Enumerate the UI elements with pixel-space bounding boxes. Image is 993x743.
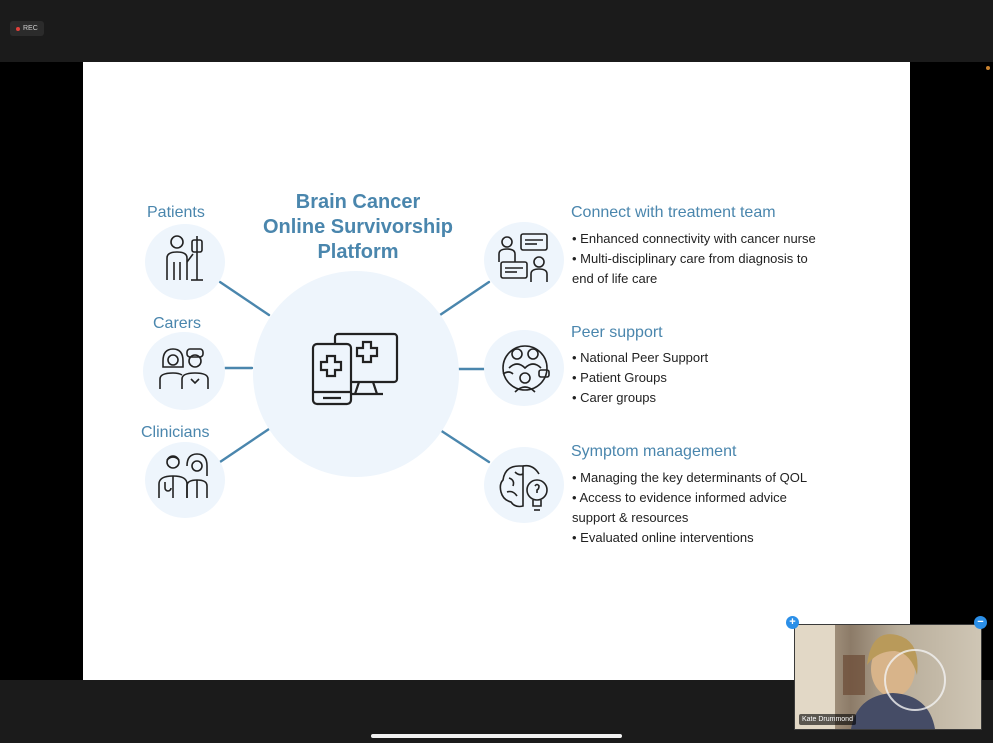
- connect-bullet: • Multi-disciplinary care from diagnosis…: [572, 251, 808, 266]
- participant-video-tile[interactable]: Kate Drummond: [794, 624, 982, 730]
- symptom-bullet: • Managing the key determinants of QOL: [572, 470, 808, 485]
- peer-bullet: • National Peer Support: [572, 350, 709, 365]
- symptom-title: Symptom management: [571, 443, 737, 460]
- patients-circle: [145, 224, 225, 300]
- connect-bullet: • Enhanced connectivity with cancer nurs…: [572, 231, 816, 246]
- recording-label: REC: [23, 25, 38, 32]
- symptom-bullet: • Evaluated online interventions: [572, 530, 754, 545]
- record-dot-icon: [16, 26, 20, 31]
- peer-bullet: • Carer groups: [572, 390, 657, 405]
- patient-icon: [166, 235, 203, 281]
- patients-label: Patients: [147, 204, 205, 221]
- peer-support-icon: [502, 345, 550, 393]
- devices-medical-icon: [311, 332, 399, 406]
- clinicians-icon: [158, 453, 208, 498]
- carers-label: Carers: [153, 315, 202, 332]
- platform-hub-circle: [253, 271, 459, 477]
- clinicians-label: Clinicians: [141, 424, 210, 441]
- symptom-circle: [484, 447, 564, 523]
- peer-support-title: Peer support: [571, 324, 663, 341]
- connect-bullet: end of life care: [572, 271, 658, 286]
- carers-circle: [143, 332, 225, 410]
- home-indicator[interactable]: [371, 734, 622, 738]
- shared-slide: Brain Cancer Online Survivorship Platfor…: [83, 62, 910, 680]
- title-line: Platform: [317, 241, 399, 263]
- connector-lines: [218, 280, 491, 464]
- remove-tile-button[interactable]: −: [974, 616, 987, 629]
- recording-indicator: REC: [10, 21, 44, 36]
- participant-name: Kate Drummond: [799, 714, 856, 725]
- brain-lightbulb-icon: [499, 464, 548, 511]
- carers-icon: [159, 348, 209, 389]
- slide-title: Brain Cancer Online Survivorship Platfor…: [243, 190, 473, 265]
- symptom-bullet: • Access to evidence informed advice: [572, 490, 787, 505]
- title-line: Brain Cancer: [295, 191, 421, 213]
- chat-doctor-icon: [498, 233, 548, 282]
- status-dot-icon: [986, 66, 990, 70]
- add-tile-button[interactable]: +: [786, 616, 799, 629]
- symptom-bullet: support & resources: [572, 510, 689, 525]
- top-toolbar: REC: [0, 0, 993, 62]
- peer-bullet: • Patient Groups: [572, 370, 667, 385]
- participant-video-feed: [795, 625, 946, 729]
- connect-title: Connect with treatment team: [571, 204, 776, 221]
- title-line: Online Survivorship: [262, 216, 454, 238]
